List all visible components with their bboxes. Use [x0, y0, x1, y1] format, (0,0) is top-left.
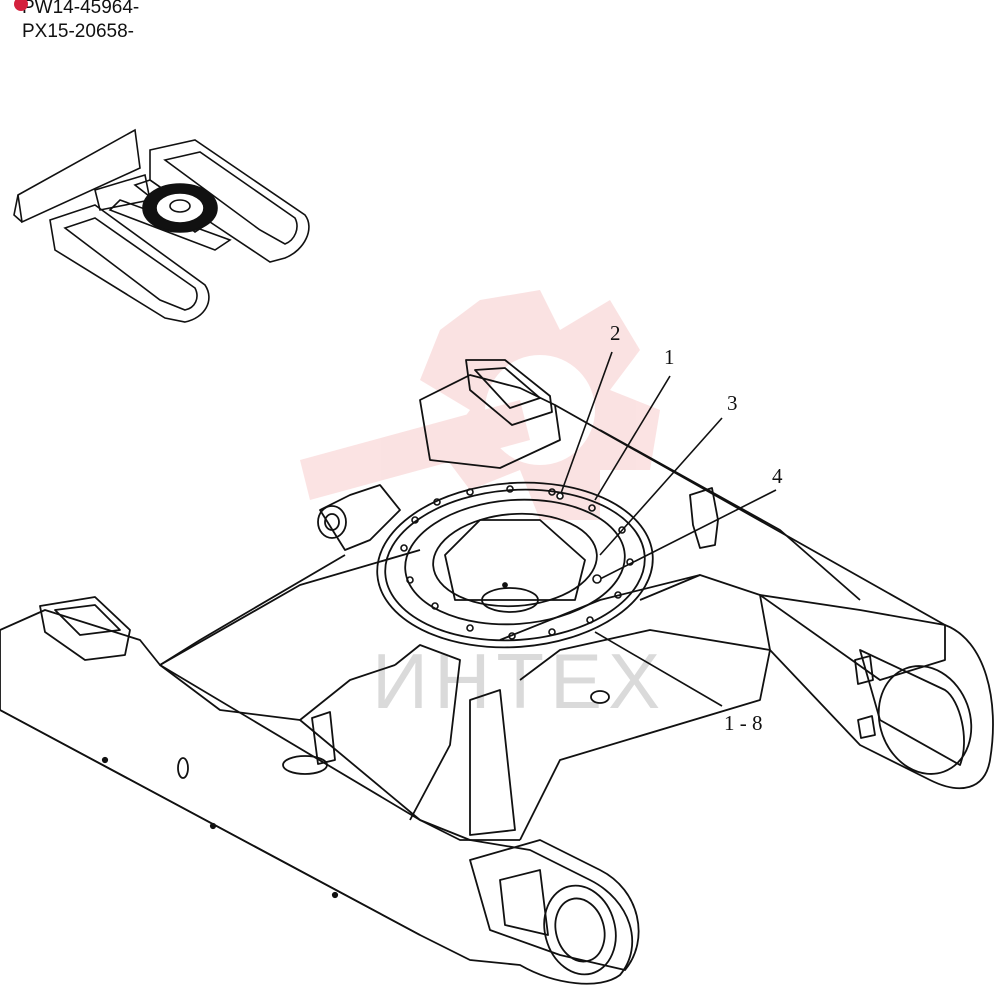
undercarriage-frame	[0, 359, 994, 985]
overview-thumbnail	[13, 128, 310, 323]
serial-number-2: PX15-20658-	[22, 21, 134, 42]
callout-1-8: 1 - 8	[724, 711, 763, 735]
serial-number-list: PW14-45964- PX15-20658-	[14, 0, 140, 44]
callout-2: 2	[610, 321, 621, 345]
serial-number-1: PW14-45964-	[22, 0, 140, 18]
leader-lines	[556, 351, 777, 707]
callout-4: 4	[772, 464, 783, 488]
callout-3: 3	[727, 391, 738, 415]
watermark-gear-icon	[300, 290, 660, 520]
bolt-pattern	[400, 485, 634, 640]
callout-1: 1	[664, 345, 675, 369]
bullet-icon	[14, 0, 28, 11]
watermark-text: ИНТЕХ	[372, 637, 666, 725]
